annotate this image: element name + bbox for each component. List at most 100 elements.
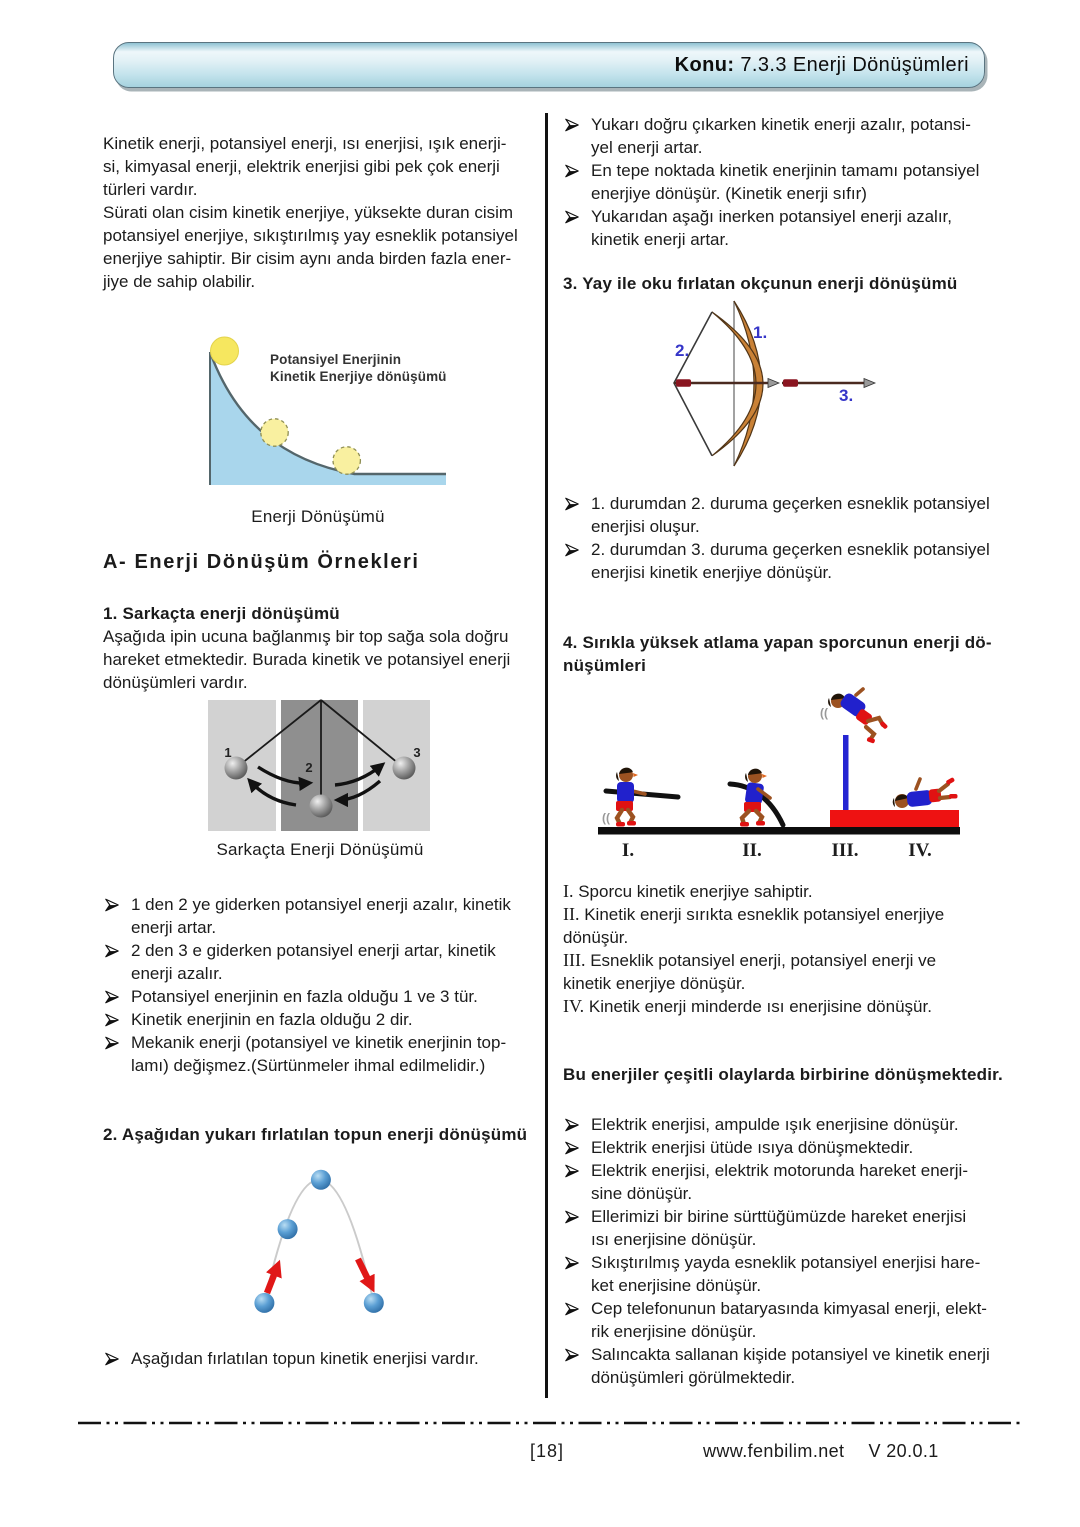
section-a-heading: A- Enerji Dönüşüm Örnekleri	[103, 551, 420, 573]
intro-paragraph: Kinetik enerji, potansiyel enerji, ısı e…	[103, 134, 518, 291]
athlete-stage4	[892, 777, 958, 808]
arrow-nocked-fletching	[676, 379, 691, 387]
bullet-arrow-icon	[104, 1351, 120, 1367]
pendulum-string-1	[235, 699, 322, 769]
thrown-ball-figure	[246, 1162, 391, 1317]
bullet-text: En tepe noktada kinetik enerjinin tamamı…	[591, 161, 980, 203]
bullet-arrow-icon	[564, 1301, 580, 1317]
pendulum-ball-2	[309, 794, 333, 818]
site-url: www.fenbilim.net	[703, 1441, 845, 1461]
column-divider	[545, 113, 548, 1398]
top-bullet-list: Yukarı doğru çıkarken kinetik enerji aza…	[563, 113, 999, 251]
list-item: 2 den 3 e giderken potansiyel enerji art…	[103, 939, 539, 985]
slope-hill-shape	[210, 352, 446, 485]
list-item: En tepe noktada kinetik enerjinin tamamı…	[563, 159, 999, 205]
list-item: Sıkıştırılmış yayda esneklik potansiyel …	[563, 1251, 999, 1297]
list-item: Kinetik enerjinin en fazla olduğu 2 dir.	[103, 1008, 539, 1031]
throw-bullet-list: Aşağıdan fırlatılan topun kinetik enerji…	[103, 1347, 539, 1370]
list-item: 2. durumdan 3. duruma geçerken esneklik …	[563, 538, 999, 584]
topic-header-bar: Konu:7.3.3 Enerji Dönüşümleri	[113, 42, 985, 88]
ball-start	[254, 1292, 275, 1313]
up-arrow	[263, 1259, 282, 1295]
stage-numeral: II.	[563, 904, 580, 924]
stage-line: I. Sporcu kinetik enerjiye sahiptir.	[563, 880, 999, 903]
bullet-text: Potansiyel enerjinin en fazla olduğu 1 v…	[131, 987, 478, 1006]
slope-figure-label: Potansiyel Enerjinin Kinetik Enerjiye dö…	[270, 352, 447, 384]
example1-title: 1. Sarkaçta enerji dönüşümü	[103, 604, 340, 623]
stage-text: Kinetik enerji sırıkta esneklik potansiy…	[563, 905, 945, 947]
stage-label-1: I.	[622, 840, 634, 860]
athlete-stage3: ((	[820, 687, 888, 744]
pendulum-label-1: 1	[224, 745, 231, 760]
bow-arrow-figure: 1. 2. 3.	[655, 295, 885, 475]
bullet-text: 2. durumdan 3. duruma geçerken esneklik …	[591, 540, 990, 582]
bullet-text: 1. durumdan 2. duruma geçerken esneklik …	[591, 494, 990, 536]
stage-line: II. Kinetik enerji sırıkta esneklik pota…	[563, 903, 999, 949]
topic-title: 7.3.3 Enerji Dönüşümleri	[740, 54, 969, 76]
bullet-text: Cep telefonunun bataryasında kimyasal en…	[591, 1299, 987, 1341]
stage-label-2: II.	[742, 840, 762, 860]
example1-body: Aşağıda ipin ucuna bağlanmış bir top sağ…	[103, 627, 511, 692]
bow-label-1: 1.	[753, 323, 767, 342]
pendulum-label-2: 2	[305, 760, 312, 775]
bullet-text: Salıncakta sallanan kişide potansiyel ve…	[591, 1345, 990, 1387]
bow-label-2: 2.	[675, 341, 689, 360]
athlete-stage1: ((	[602, 767, 681, 827]
bullet-text: Elektrik enerjisi, ampulde ışık enerjisi…	[591, 1115, 959, 1134]
ground-bar	[598, 827, 960, 835]
list-item: Elektrik enerjisi, elektrik motorunda ha…	[563, 1159, 999, 1205]
bullet-text: Mekanik enerji (potansiyel ve kinetik en…	[131, 1033, 507, 1075]
ball-mid-icon	[260, 418, 289, 447]
footer-divider-dashes	[78, 1421, 1022, 1425]
list-item: Elektrik enerjisi ütüde ısıya dönüşmekte…	[563, 1136, 999, 1159]
slope-energy-figure: Potansiyel Enerjinin Kinetik Enerjiye dö…	[208, 335, 448, 487]
bullet-arrow-icon	[564, 1255, 580, 1271]
bullet-arrow-icon	[564, 1163, 580, 1179]
list-item: 1. durumdan 2. duruma geçerken esneklik …	[563, 492, 999, 538]
pole-vault-illustration: ((	[598, 687, 960, 860]
stage-text: Kinetik enerji minderde ısı enerjisine d…	[584, 997, 932, 1016]
example3-title: 3. Yay ile oku fırlatan okçunun enerji d…	[563, 274, 958, 293]
list-item: Potansiyel enerjinin en fazla olduğu 1 v…	[103, 985, 539, 1008]
pendulum-illustration: 1 2 3	[208, 699, 430, 831]
athlete-stage2	[727, 768, 786, 828]
pendulum-figure-caption: Sarkaçta Enerji Dönüşümü	[216, 840, 424, 859]
bullet-arrow-icon	[564, 209, 580, 225]
landing-mat	[830, 810, 959, 827]
bullet-arrow-icon	[104, 1035, 120, 1051]
bullet-text: 1 den 2 ye giderken potansiyel enerji az…	[131, 895, 511, 937]
stage-list: I. Sporcu kinetik enerjiye sahiptir. II.…	[563, 880, 999, 1018]
page-number: [18]	[530, 1441, 565, 1461]
down-arrow	[355, 1257, 375, 1293]
ball-peak	[310, 1169, 331, 1190]
bullet-arrow-icon	[564, 117, 580, 133]
bullet-arrow-icon	[564, 163, 580, 179]
bullet-text: Aşağıdan fırlatılan topun kinetik enerji…	[131, 1349, 479, 1368]
examples-bullet-list: Elektrik enerjisi, ampulde ışık enerjisi…	[563, 1113, 999, 1389]
list-item: Cep telefonunun bataryasında kimyasal en…	[563, 1297, 999, 1343]
list-item: Aşağıdan fırlatılan topun kinetik enerji…	[103, 1347, 539, 1370]
thrown-ball-illustration	[254, 1169, 384, 1313]
example4-title: 4. Sırıkla yüksek atlama yapan sporcunun…	[563, 633, 992, 675]
list-item: Ellerimizi bir birine sürttüğümüzde hare…	[563, 1205, 999, 1251]
bullet-text: Sıkıştırılmış yayda esneklik potansiyel …	[591, 1253, 981, 1295]
pendulum-ball-3	[392, 756, 416, 780]
ball-bottom-icon	[332, 446, 362, 475]
stage-numeral: IV.	[563, 996, 585, 1016]
trajectory-arc	[263, 1178, 375, 1304]
slope-energy-illustration	[208, 336, 446, 485]
bow-bullet-list: 1. durumdan 2. duruma geçerken esneklik …	[563, 492, 999, 584]
arrow-flying-fletching	[783, 379, 798, 387]
bullet-arrow-icon	[564, 496, 580, 512]
ball-top-icon	[210, 336, 239, 366]
pendulum-figure: 1 2 3	[208, 697, 432, 831]
bullet-text: Yukarı doğru çıkarken kinetik enerji aza…	[591, 115, 971, 157]
topic-label: Konu:	[674, 54, 735, 76]
bullet-text: Elektrik enerjisi, elektrik motorunda ha…	[591, 1161, 968, 1203]
bow-label-3: 3.	[839, 386, 853, 405]
bullet-arrow-icon	[564, 1209, 580, 1225]
pendulum-arrow-left-up	[247, 777, 297, 807]
stage-label-4: IV.	[908, 840, 931, 860]
